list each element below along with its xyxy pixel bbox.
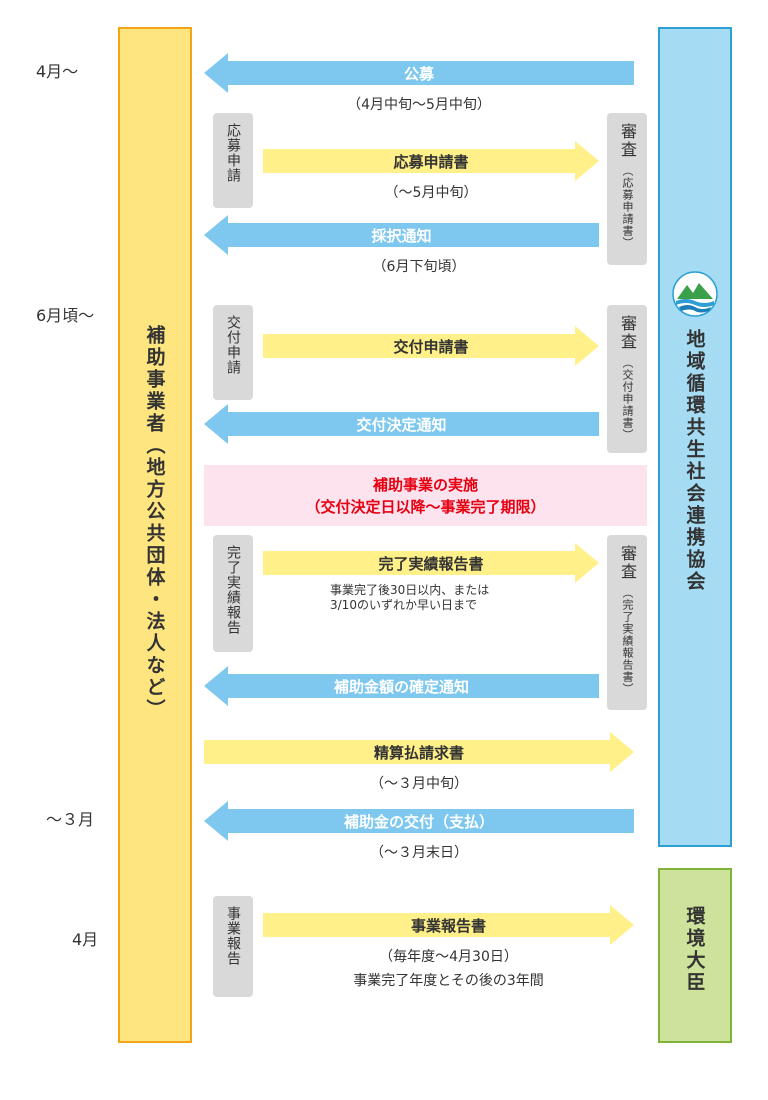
sub-business-report-period: （毎年度～4月30日） (379, 949, 518, 965)
review-2-title: 審査 (618, 315, 637, 351)
arrow-adoption-notice: 採択通知 (204, 215, 599, 255)
timeline-march: ～３月 (46, 810, 95, 829)
timeline-april: 4月～ (36, 62, 79, 81)
arrow-grant-application-label: 交付申請書 (393, 337, 469, 356)
sub-settlement-request: （～３月中旬） (370, 776, 468, 792)
arrow-grant-decision: 交付決定通知 (204, 404, 599, 444)
arrow-business-report-label: 事業報告書 (410, 916, 486, 935)
completion-note-line2: 3/10のいずれか早い日まで (330, 598, 477, 612)
arrow-grant-decision-label: 交付決定通知 (356, 415, 447, 434)
sub-public-call: （4月中旬～5月中旬） (347, 97, 491, 113)
subsidy-recipient-column: 補助事業者（地方公共団体・法人など） (118, 27, 192, 1043)
pill-application-label: 応募申請 (225, 123, 241, 183)
arrow-business-report: 事業報告書 (263, 905, 634, 945)
pill-business-report: 事業報告 (213, 896, 253, 997)
completion-note: 事業完了後30日以内、または 3/10のいずれか早い日まで (330, 583, 489, 613)
review-3-sub: （完了実績報告書） (621, 587, 634, 695)
arrow-subsidy-payment-label: 補助金の交付（支払） (343, 812, 494, 831)
implementation-band: 補助事業の実施 （交付決定日以降～事業完了期限） (204, 465, 647, 526)
sub-adoption-notice: （6月下旬頃） (372, 259, 466, 275)
pill-grant-label: 交付申請 (225, 315, 241, 375)
association-column: 地域循環共生社会連携協会 (658, 27, 732, 847)
arrow-completion-report: 完了実績報告書 (263, 543, 599, 583)
implementation-period: （交付決定日以降～事業完了期限） (305, 497, 546, 516)
subsidy-recipient-title: 補助事業者（地方公共団体・法人など） (143, 325, 166, 721)
arrow-grant-application: 交付申請書 (263, 326, 599, 366)
review-3-title: 審査 (618, 545, 637, 581)
arrow-subsidy-payment: 補助金の交付（支払） (204, 801, 634, 841)
pill-grant-application: 交付申請 (213, 305, 253, 400)
mountain-water-logo-icon (672, 271, 718, 317)
review-1-sub: （応募申請書） (621, 165, 634, 249)
sub-subsidy-payment: （～３月末日） (370, 845, 468, 861)
timeline-april-end: 4月 (72, 930, 99, 949)
timeline-june: 6月頃～ (36, 306, 95, 325)
pill-completion-label: 完了実績報告 (225, 545, 241, 635)
implementation-title: 補助事業の実施 (372, 475, 478, 494)
arrow-adoption-notice-label: 採択通知 (371, 226, 432, 245)
completion-note-line1: 事業完了後30日以内、または (330, 583, 490, 597)
review-box-completion: 審査 （完了実績報告書） (607, 535, 647, 710)
pill-completion-report: 完了実績報告 (213, 535, 253, 652)
review-box-application: 審査 （応募申請書） (607, 113, 647, 265)
sub-business-report-years: 事業完了年度とその後の3年間 (353, 973, 544, 989)
arrow-settlement-request-label: 精算払請求書 (373, 743, 464, 762)
arrow-public-call-label: 公募 (403, 64, 434, 83)
minister-title: 環境大臣 (683, 906, 706, 994)
pill-report-label: 事業報告 (225, 906, 241, 966)
arrow-amount-confirmation-label: 補助金額の確定通知 (333, 677, 469, 696)
arrow-completion-report-label: 完了実績報告書 (378, 554, 484, 573)
review-box-grant: 審査 （交付申請書） (607, 305, 647, 453)
sub-application-form: （～5月中旬） (384, 185, 478, 201)
review-1-title: 審査 (618, 123, 637, 159)
arrow-settlement-request: 精算払請求書 (204, 732, 634, 772)
association-title: 地域循環共生社会連携協会 (683, 329, 706, 593)
review-2-sub: （交付申請書） (621, 357, 634, 441)
arrow-application-form: 応募申請書 (263, 141, 599, 181)
minister-column: 環境大臣 (658, 868, 732, 1043)
pill-application: 応募申請 (213, 113, 253, 208)
arrow-public-call: 公募 (204, 53, 634, 93)
arrow-application-form-label: 応募申請書 (393, 152, 469, 171)
arrow-amount-confirmation: 補助金額の確定通知 (204, 666, 599, 706)
